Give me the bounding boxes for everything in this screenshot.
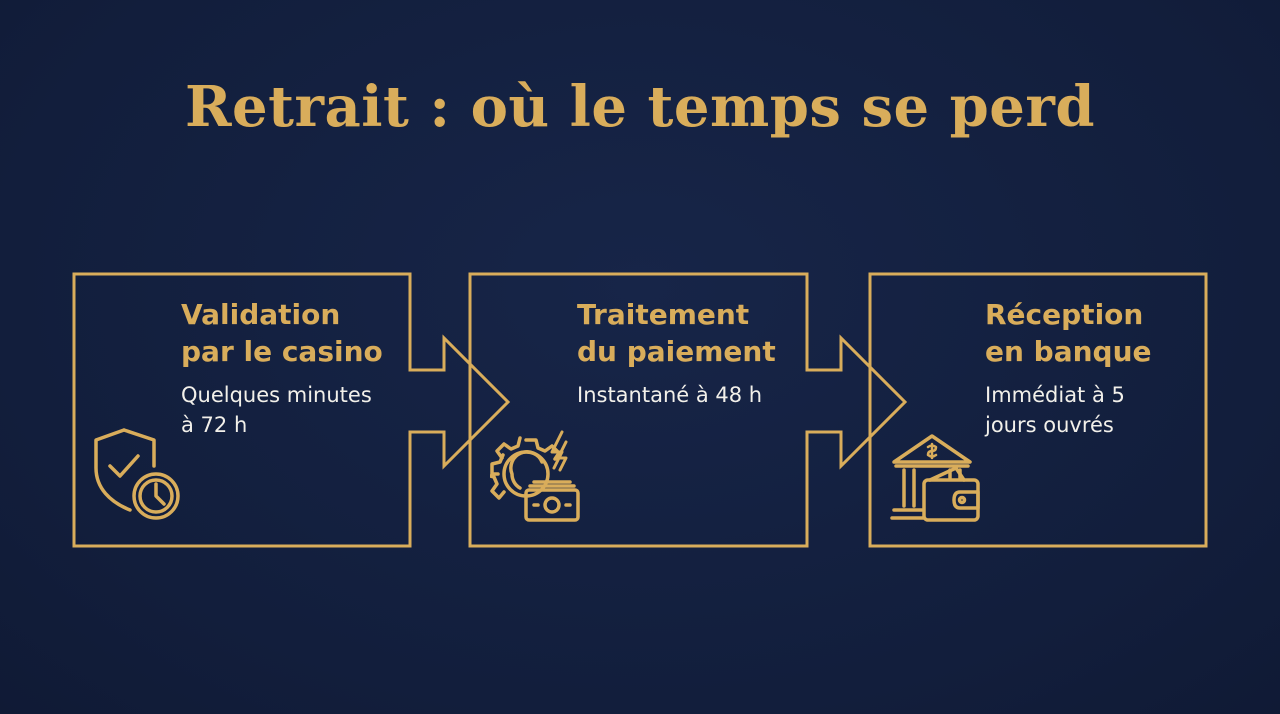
step-box-traitement <box>468 272 908 548</box>
gear-lightning-cash-icon <box>490 430 580 522</box>
bank-wallet-icon <box>890 434 980 522</box>
step-box-reception <box>868 272 1208 548</box>
step-box-validation <box>72 272 511 548</box>
step-desc-traitement: Instantané à 48 h <box>577 383 763 407</box>
shield-check-clock-icon <box>94 428 180 520</box>
step-desc-reception: Immédiat à 5 jours ouvrés <box>985 383 1125 437</box>
step-title-reception: Réception en banque <box>985 298 1152 368</box>
step-title-validation: Validation par le casino <box>181 298 383 368</box>
step-desc-validation: Quelques minutes à 72 h <box>181 383 372 437</box>
page-title: Retrait : où le temps se perd <box>184 74 1096 140</box>
step-title-traitement: Traitement du paiement <box>577 298 776 368</box>
